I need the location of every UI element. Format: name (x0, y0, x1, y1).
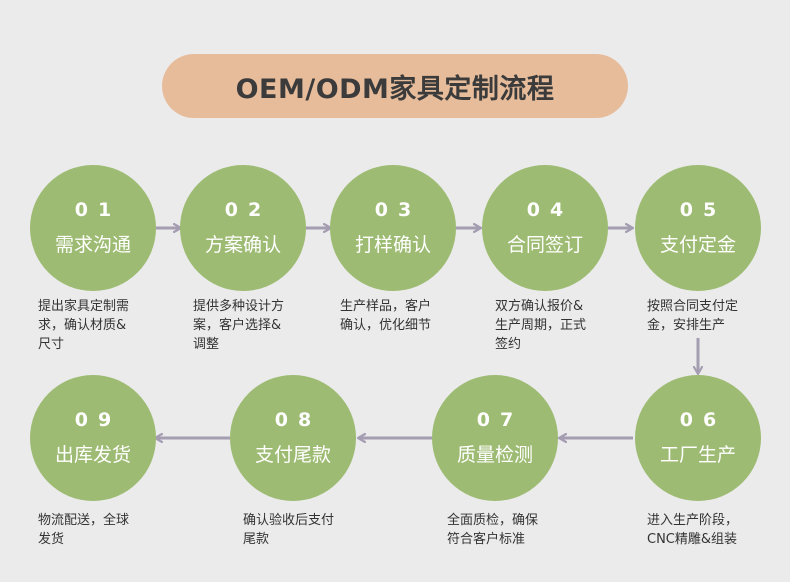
step-number: 02 (224, 199, 272, 221)
step-number: 09 (74, 409, 122, 431)
step-desc-04: 双方确认报价& 生产周期，正式 签约 (495, 299, 587, 352)
step-circle-02: 02 方案确认 (180, 165, 306, 291)
title-banner: OEM/ODM家具定制流程 (162, 54, 628, 118)
step-desc-05: 按照合同支付定 金，安排生产 (647, 299, 739, 333)
step-label: 打样确认 (354, 234, 431, 256)
step-number: 08 (274, 409, 322, 431)
step-number: 04 (526, 199, 574, 221)
step-circle-05: 05 支付定金 (635, 165, 761, 291)
page-title: OEM/ODM家具定制流程 (235, 73, 555, 105)
step-desc-02: 提供多种设计方 案，客户选择& 调整 (193, 299, 285, 352)
step-circle-03: 03 打样确认 (330, 165, 456, 291)
step-label: 支付尾款 (254, 444, 331, 466)
step-circle-01: 01 需求沟通 (30, 165, 156, 291)
step-label: 需求沟通 (54, 234, 131, 256)
step-label: 出库发货 (54, 444, 131, 466)
step-desc-08: 确认验收后支付 尾款 (243, 513, 335, 547)
step-label: 质量检测 (456, 444, 533, 466)
step-label: 方案确认 (204, 234, 281, 256)
step-label: 支付定金 (659, 234, 736, 256)
step-label: 合同签订 (506, 234, 583, 256)
step-number: 01 (74, 199, 122, 221)
step-circle-09: 09 出库发货 (30, 375, 156, 501)
step-number: 03 (374, 199, 422, 221)
step-desc-03: 生产样品，客户 确认，优化细节 (340, 299, 432, 333)
step-number: 06 (679, 409, 727, 431)
step-number: 05 (679, 199, 727, 221)
step-desc-09: 物流配送，全球 发货 (38, 513, 130, 547)
step-label: 工厂生产 (659, 444, 736, 466)
step-desc-06: 进入生产阶段， CNC精雕&组装 (647, 513, 739, 547)
step-circle-06: 06 工厂生产 (635, 375, 761, 501)
step-desc-01: 提出家具定制需 求，确认材质& 尺寸 (38, 299, 130, 352)
step-desc-07: 全面质检，确保 符合客户标准 (447, 513, 539, 547)
step-circle-04: 04 合同签订 (482, 165, 608, 291)
step-circle-07: 07 质量检测 (432, 375, 558, 501)
step-number: 07 (476, 409, 524, 431)
step-circle-08: 08 支付尾款 (230, 375, 356, 501)
